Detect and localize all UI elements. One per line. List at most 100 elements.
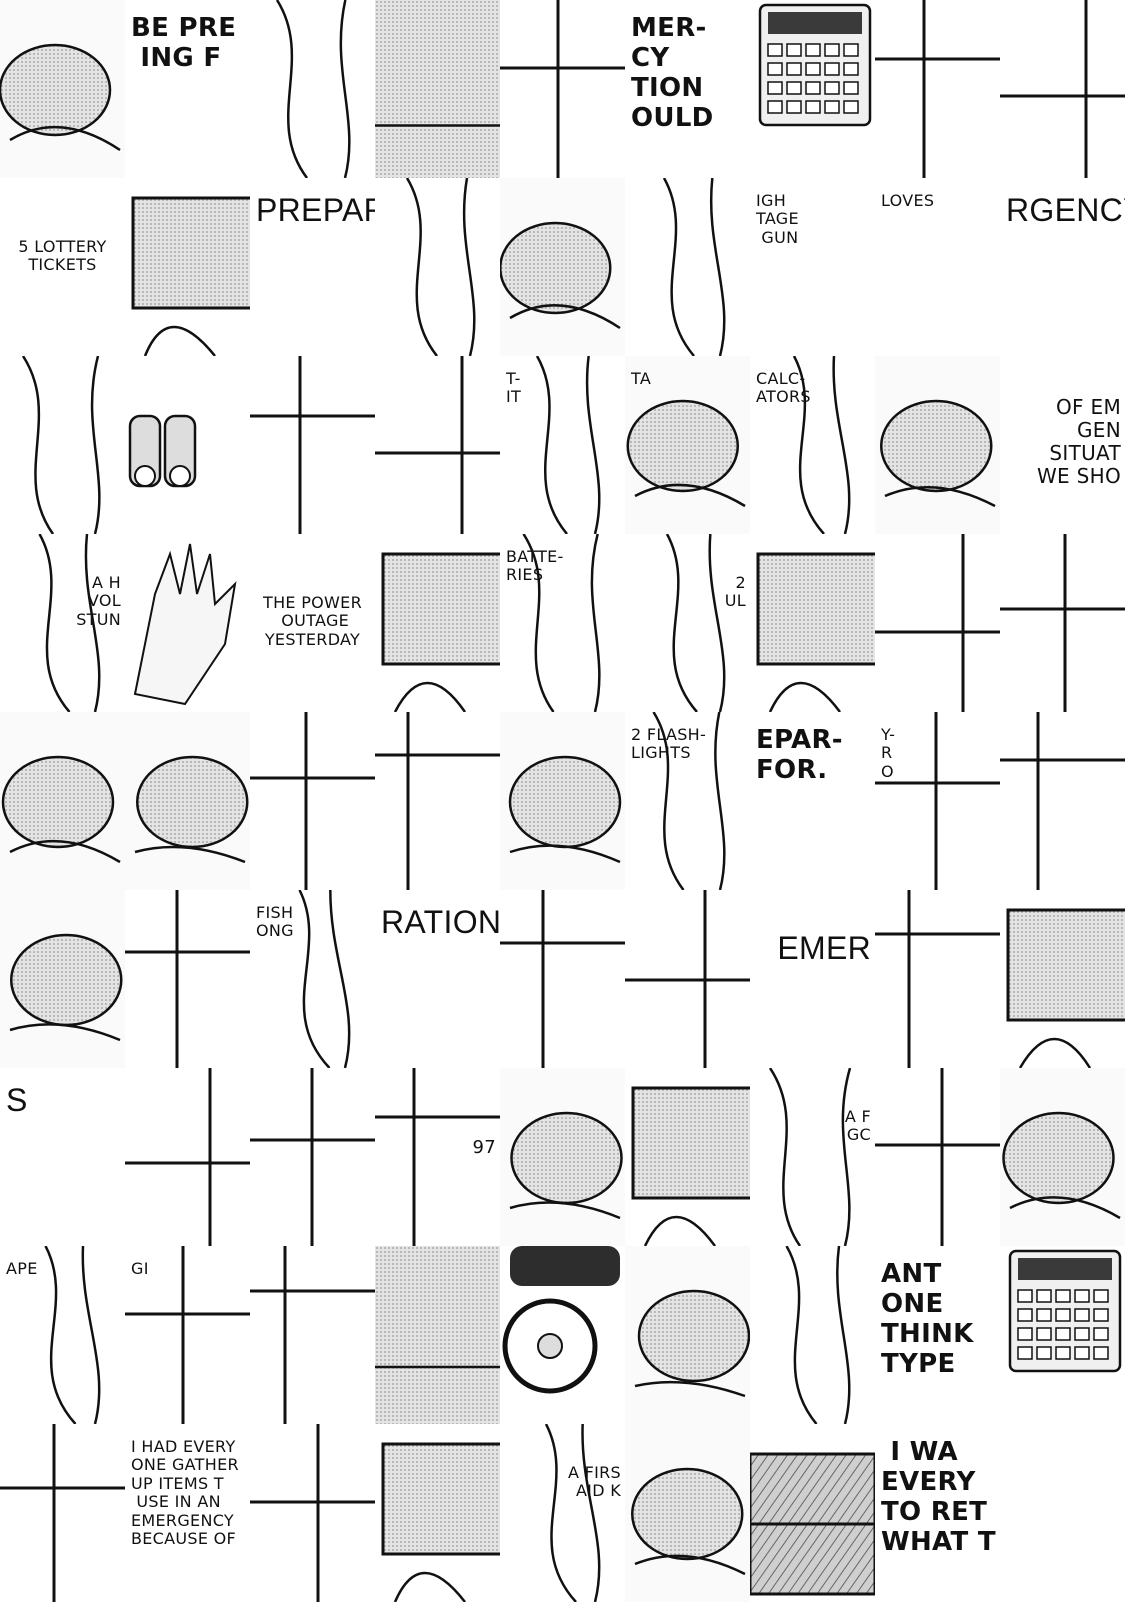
tile-r7-c1: GI bbox=[125, 1246, 250, 1424]
tile-caption: 5 LOTTERY TICKETS bbox=[18, 237, 107, 275]
tile-r8-c8 bbox=[1000, 1424, 1125, 1602]
tile-artwork bbox=[750, 890, 875, 1068]
tile-artwork bbox=[44, 1246, 101, 1424]
tile-artwork bbox=[375, 356, 500, 534]
tile-r6-c7 bbox=[875, 1068, 1000, 1246]
tile-r1-c2: PREPAR bbox=[250, 178, 375, 356]
tile-r4-c5: 2 FLASH- LIGHTS bbox=[625, 712, 750, 890]
tile-artwork bbox=[652, 712, 726, 890]
tile-caption: A FIRS AID K bbox=[567, 1463, 621, 1501]
tile-artwork bbox=[1008, 1249, 1122, 1373]
tile-artwork bbox=[375, 534, 500, 712]
tile-caption: 2 UL bbox=[724, 573, 746, 611]
tile-artwork bbox=[875, 356, 1000, 534]
tile-r5-c7 bbox=[875, 890, 1000, 1068]
tile-artwork bbox=[875, 534, 1000, 712]
tile-artwork bbox=[875, 712, 1000, 890]
tile-caption: FISH ONG bbox=[256, 903, 294, 941]
tile-artwork bbox=[275, 0, 351, 178]
tile-r1-c6: IGH TAGE GUN bbox=[750, 178, 875, 356]
tile-r0-c7 bbox=[875, 0, 1000, 178]
tile-artwork bbox=[500, 712, 625, 890]
tile-r3-c5: 2 UL bbox=[625, 534, 750, 712]
tile-caption: T- IT bbox=[506, 369, 522, 407]
tile-artwork bbox=[375, 0, 500, 178]
tile-r6-c0: S bbox=[0, 1068, 125, 1246]
tile-r3-c2: THE POWER OUTAGE YESTERDAY bbox=[250, 534, 375, 712]
tile-artwork bbox=[0, 1424, 125, 1602]
tile-artwork bbox=[625, 890, 750, 1068]
tile-caption: EMER bbox=[777, 930, 871, 966]
tile-artwork bbox=[625, 1424, 750, 1602]
tile-r2-c8: OF EM GEN SITUAT WE SHO bbox=[1000, 356, 1125, 534]
tile-caption: RGENCY bbox=[1006, 192, 1125, 228]
tile-artwork bbox=[535, 356, 601, 534]
tile-caption: BE PRE ING F bbox=[131, 13, 237, 73]
tile-artwork bbox=[128, 414, 197, 488]
tile-artwork bbox=[500, 1068, 625, 1246]
tile-r7-c7: ANT ONE THINK TYPE bbox=[875, 1246, 1000, 1424]
tile-artwork bbox=[500, 0, 625, 178]
tile-r6-c3: 97 bbox=[375, 1068, 500, 1246]
tile-r0-c3 bbox=[375, 0, 500, 178]
tile-caption: I WA EVERY TO RET WHAT T bbox=[881, 1437, 996, 1557]
tile-r4-c0 bbox=[0, 712, 125, 890]
tile-artwork bbox=[758, 3, 872, 127]
tile-r0-c5: MER- CY TION OULD bbox=[625, 0, 750, 178]
tile-caption: S bbox=[6, 1082, 28, 1118]
tile-r2-c2 bbox=[250, 356, 375, 534]
tile-r8-c3 bbox=[375, 1424, 500, 1602]
tile-r7-c0: APE bbox=[0, 1246, 125, 1424]
tile-r5-c2: FISH ONG bbox=[250, 890, 375, 1068]
tile-r3-c1 bbox=[125, 534, 250, 712]
tile-r2-c3 bbox=[375, 356, 500, 534]
tile-r2-c0 bbox=[0, 356, 125, 534]
tile-caption: TA bbox=[631, 369, 652, 388]
tile-r5-c8 bbox=[1000, 890, 1125, 1068]
tile-caption: EPAR- FOR. bbox=[756, 725, 843, 785]
tile-artwork bbox=[375, 1246, 500, 1424]
tile-r0-c1: BE PRE ING F bbox=[125, 0, 250, 178]
tile-r0-c0 bbox=[0, 0, 125, 178]
tile-caption: I HAD EVERY ONE GATHER UP ITEMS T USE IN… bbox=[131, 1437, 239, 1548]
tile-caption: Y- R O bbox=[881, 725, 896, 781]
tile-r1-c1 bbox=[125, 178, 250, 356]
tile-artwork bbox=[785, 1246, 851, 1424]
tile-r2-c4: T- IT bbox=[500, 356, 625, 534]
tile-artwork bbox=[500, 890, 625, 1068]
tile-r8-c2 bbox=[250, 1424, 375, 1602]
tile-r1-c0: 5 LOTTERY TICKETS bbox=[0, 178, 125, 356]
tile-r6-c8 bbox=[1000, 1068, 1125, 1246]
tile-caption: OF EM GEN SITUAT WE SHO bbox=[1036, 395, 1121, 488]
tile-r2-c7 bbox=[875, 356, 1000, 534]
tile-r5-c0 bbox=[0, 890, 125, 1068]
tile-r6-c4 bbox=[500, 1068, 625, 1246]
tile-artwork bbox=[750, 1452, 875, 1596]
tile-r1-c5 bbox=[625, 178, 750, 356]
tile-r7-c6 bbox=[750, 1246, 875, 1424]
tile-artwork bbox=[1000, 890, 1125, 1068]
tile-artwork bbox=[500, 178, 625, 356]
tile-artwork bbox=[133, 543, 237, 706]
tile-r0-c8 bbox=[1000, 0, 1125, 178]
tile-caption: IGH TAGE GUN bbox=[756, 191, 799, 247]
tile-artwork bbox=[0, 0, 125, 178]
tile-r0-c6 bbox=[750, 0, 875, 178]
tile-r1-c8: RGENCY bbox=[1000, 178, 1125, 356]
tile-r8-c0 bbox=[0, 1424, 125, 1602]
tile-artwork bbox=[1000, 1424, 1125, 1602]
tile-r7-c2 bbox=[250, 1246, 375, 1424]
tile-caption: 97 bbox=[472, 1137, 496, 1158]
tile-r4-c6: EPAR- FOR. bbox=[750, 712, 875, 890]
tile-artwork bbox=[250, 356, 375, 534]
tile-r5-c5 bbox=[625, 890, 750, 1068]
tile-caption: APE bbox=[6, 1259, 38, 1278]
tile-artwork bbox=[1000, 534, 1125, 712]
tile-r4-c3 bbox=[375, 712, 500, 890]
tile-r6-c6: A F GC bbox=[750, 1068, 875, 1246]
tile-caption: ANT ONE THINK TYPE bbox=[881, 1259, 974, 1379]
tile-artwork bbox=[250, 1424, 375, 1602]
tile-artwork bbox=[750, 534, 875, 712]
tile-artwork bbox=[375, 1424, 500, 1602]
